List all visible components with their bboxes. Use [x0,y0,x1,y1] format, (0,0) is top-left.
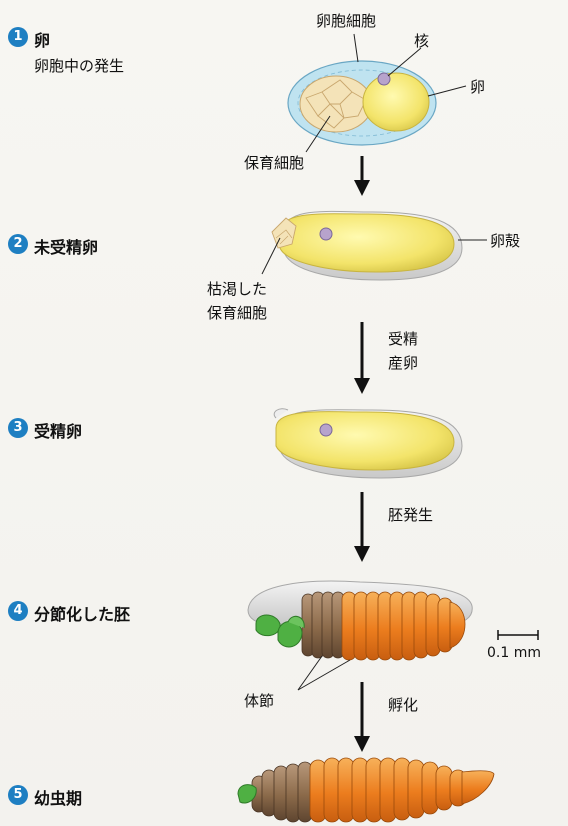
follicle-cell-label: 卵胞細胞 [316,10,376,31]
arrow-1 [354,156,370,196]
step-3-label: 受精卵 [34,418,82,442]
nurse-cells-cluster [300,76,372,132]
nucleus-dot-3 [320,424,332,436]
withered-nurse-label-1: 枯渇した [207,278,267,299]
step-5-label: 幼虫期 [34,785,82,809]
larva-brown-segments [252,762,312,822]
nucleus-label: 核 [414,30,429,51]
embryogenesis-label: 胚発生 [388,504,433,525]
step-4-label: 分節化した胚 [34,601,130,625]
nurse-cells-label: 保育細胞 [244,152,304,173]
brown-segments [302,592,344,658]
step-4-badge: 4 [8,601,28,621]
scale-label: 0.1 mm [487,645,541,661]
arrow-4 [354,682,370,752]
step-1-sublabel: 卵胞中の発生 [34,55,124,76]
hatching-label: 孵化 [388,694,418,715]
segmented-embryo [248,581,472,660]
egg-chamber [288,61,436,145]
segments-label: 体節 [244,690,274,711]
eggshell-label: 卵殻 [490,230,520,251]
step-1-badge: 1 [8,27,28,47]
nucleus-dot-2 [320,228,332,240]
step-1-label: 卵 [34,27,50,51]
larva-orange-segments [310,758,494,822]
larva [238,758,494,822]
orange-segments [342,592,465,660]
arrow-2 [354,322,370,394]
step-2-label: 未受精卵 [34,234,98,258]
segment-leader-lines [298,656,350,690]
unfertilized-egg [272,211,462,280]
step-5-badge: 5 [8,785,28,805]
arrow-3 [354,492,370,562]
fertilization-label-1: 受精 [388,328,418,349]
step-2-badge: 2 [8,234,28,254]
nucleus-dot [378,73,390,85]
step-3-badge: 3 [8,418,28,438]
withered-nurse-label-2: 保育細胞 [207,302,267,323]
egg-label: 卵 [470,76,485,97]
scale-bar [498,630,538,640]
oocyte [363,73,429,131]
fertilized-egg [274,409,462,478]
fertilization-label-2: 産卵 [388,352,418,373]
